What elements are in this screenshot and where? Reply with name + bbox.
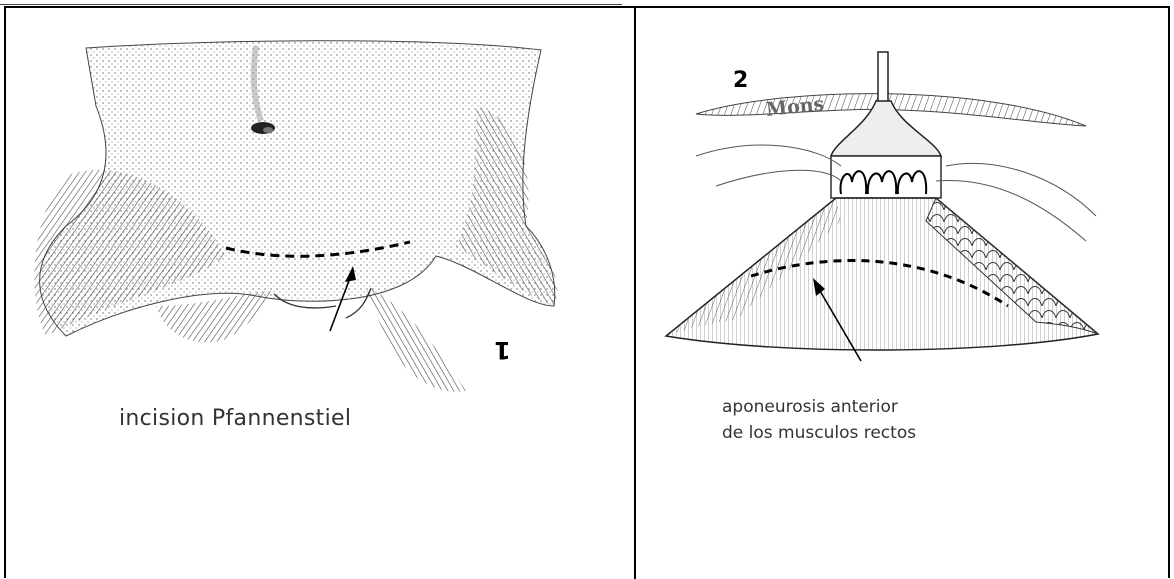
abdomen-illustration xyxy=(6,6,634,578)
top-rule xyxy=(0,4,622,5)
aponeurosis-fan xyxy=(666,198,1098,350)
caption-line-2: de los musculos rectos xyxy=(722,420,916,446)
figure-number-2: 2 xyxy=(733,68,748,93)
retractor-handle xyxy=(878,52,888,104)
caption-aponeurosis: aponeurosis anterior de los musculos rec… xyxy=(722,394,916,446)
aponeurosis-illustration xyxy=(636,6,1168,578)
caption-line-1: aponeurosis anterior xyxy=(722,394,916,420)
figure-number-1: 1 xyxy=(494,336,511,364)
right-thigh xyxy=(366,286,466,392)
figure-panel-1: 1 incision Pfannenstiel xyxy=(6,6,634,578)
caption-incision: incision Pfannenstiel xyxy=(119,406,351,431)
retractor-teeth xyxy=(831,156,941,198)
figure-panel-2: 2 Mons aponeurosis anterior de los muscu… xyxy=(636,6,1168,578)
